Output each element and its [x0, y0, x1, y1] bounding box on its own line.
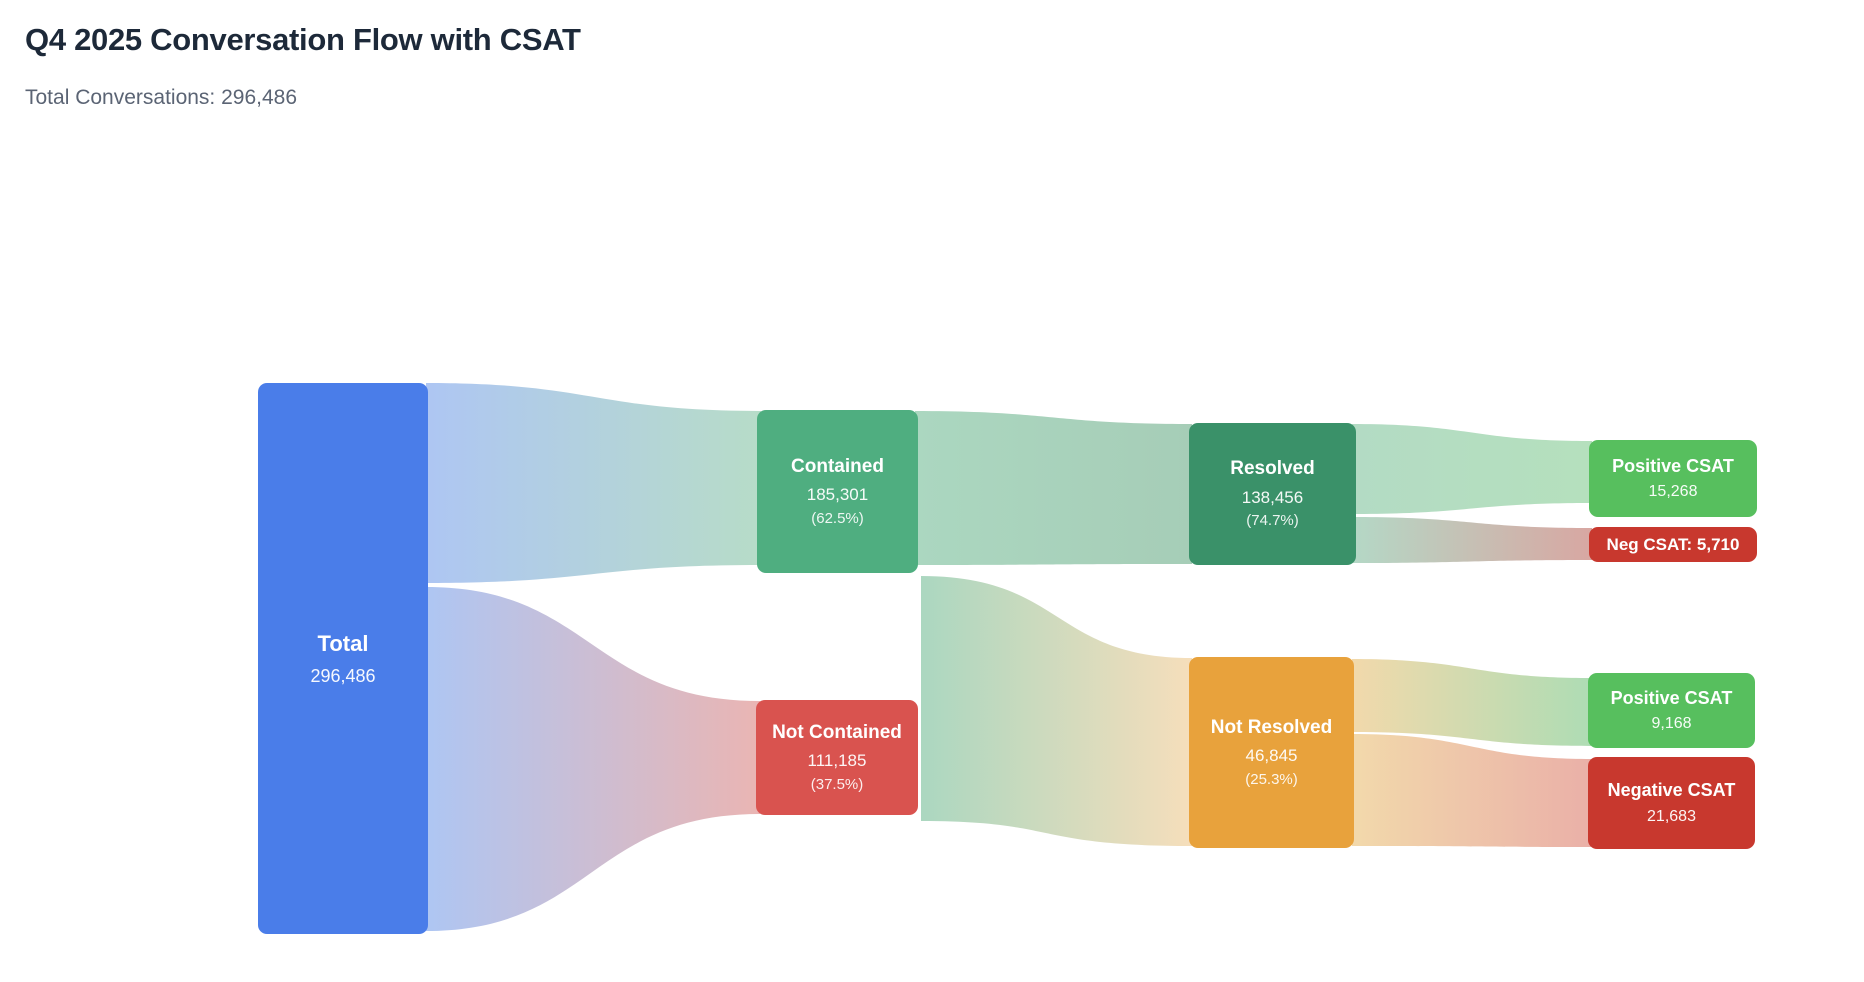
node-label: Contained [791, 455, 884, 477]
node-label: Positive CSAT [1612, 455, 1734, 476]
flow-not-resolved-positive-csat[interactable] [1352, 659, 1591, 746]
node-not-contained[interactable]: Not Contained 111,185 (37.5%) [756, 700, 918, 815]
node-resolved[interactable]: Resolved 138,456 (74.7%) [1189, 423, 1356, 565]
node-percent: (62.5%) [811, 509, 864, 527]
node-positive-csat-not-resolved[interactable]: Positive CSAT 9,168 [1588, 673, 1755, 748]
node-label: Total [317, 631, 369, 656]
page-title: Q4 2025 Conversation Flow with CSAT [25, 22, 581, 57]
flow-total-contained[interactable] [426, 383, 761, 583]
flow-contained-not-resolved[interactable] [921, 576, 1192, 846]
flow-resolved-positive-csat[interactable] [1352, 424, 1592, 514]
node-label: Negative CSAT [1607, 780, 1736, 801]
node-value: 185,301 [806, 485, 869, 505]
total-conversations-subtitle: Total Conversations: 296,486 [25, 86, 298, 109]
node-neg-csat-resolved[interactable]: Neg CSAT: 5,710 [1589, 527, 1757, 562]
node-label: Not Contained [772, 721, 902, 743]
node-percent: (25.3%) [1245, 770, 1298, 788]
flow-total-not-contained[interactable] [426, 587, 760, 931]
node-label: Positive CSAT [1610, 687, 1733, 708]
flow-not-resolved-negative-csat[interactable] [1352, 734, 1591, 847]
node-label: Resolved [1230, 458, 1315, 480]
node-positive-csat-resolved[interactable]: Positive CSAT 15,268 [1589, 440, 1757, 517]
node-value: 9,168 [1651, 715, 1692, 733]
node-value: 111,185 [807, 751, 867, 771]
node-percent: (37.5%) [810, 775, 864, 793]
node-value: 138,456 [1241, 487, 1304, 507]
node-value: 21,683 [1647, 807, 1696, 825]
node-percent: (74.7%) [1246, 512, 1299, 530]
node-label: Neg CSAT: 5,710 [1606, 534, 1740, 554]
flow-contained-resolved[interactable] [915, 411, 1192, 565]
node-label: Not Resolved [1210, 716, 1333, 738]
node-negative-csat-not-resolved[interactable]: Negative CSAT 21,683 [1588, 757, 1755, 849]
node-value: 46,845 [1245, 746, 1298, 766]
node-value: 296,486 [310, 665, 376, 686]
node-not-resolved[interactable]: Not Resolved 46,845 (25.3%) [1189, 657, 1354, 848]
flow-resolved-neg-csat[interactable] [1352, 517, 1592, 563]
node-value: 15,268 [1648, 483, 1698, 501]
node-total[interactable]: Total 296,486 [258, 383, 428, 934]
node-contained[interactable]: Contained 185,301 (62.5%) [757, 410, 918, 573]
